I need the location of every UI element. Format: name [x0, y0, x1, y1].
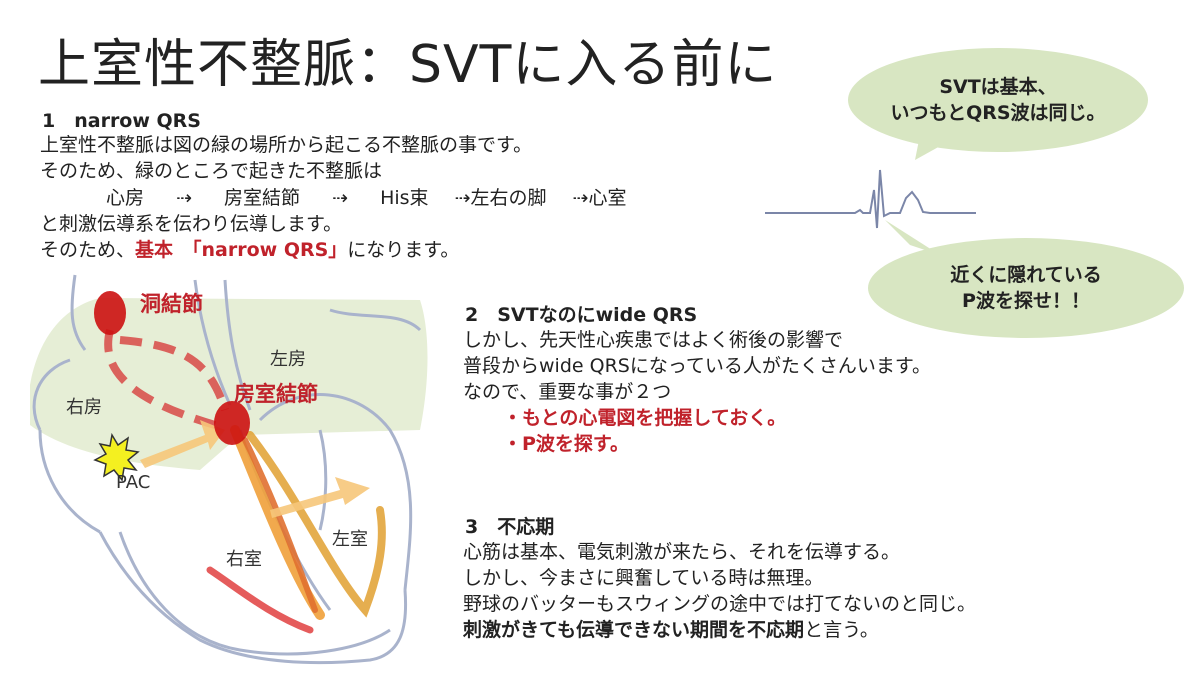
right-atrium-label: 右房	[66, 397, 102, 418]
section1-line5: そのため、基本 「narrow QRS」になります。	[40, 237, 459, 263]
section3-line3: 野球のバッターもスウィングの途中では打てないのと同じ。	[463, 593, 977, 615]
ecg-trace	[765, 169, 976, 229]
conduction-system	[206, 425, 386, 634]
section3-line4: 刺激がきても伝導できない期間を不応期と言う。	[463, 617, 976, 643]
conduction-flow: 心房 ⇢ 房室結節 ⇢ His束 ⇢左右の脚 ⇢心室	[106, 185, 626, 211]
section1-line4: と刺激伝導系を伝わり伝導します。	[40, 213, 343, 235]
pac-label: PAC	[116, 472, 151, 493]
section-refractory: 3 不応期 心筋は基本、電気刺激が来たら、それを伝導する。 しかし、今まさに興奮…	[463, 512, 976, 643]
section1-heading: 1 narrow QRS	[42, 110, 201, 132]
narrow-qrs-highlight: 基本 「narrow QRS」	[135, 239, 348, 261]
refractory-definition: 刺激がきても伝導できない期間を不応期	[463, 619, 805, 641]
sa-node-label: 洞結節	[140, 292, 203, 316]
sa-node-marker	[94, 291, 126, 335]
section2-heading: 2 SVTなのにwide QRS	[465, 304, 698, 326]
section1-line5-prefix: そのため、	[40, 239, 136, 261]
bubble-tail-bottom	[885, 220, 940, 255]
flow-bundle-branches: ⇢左右の脚	[454, 187, 547, 209]
section3-line1: 心筋は基本、電気刺激が来たら、それを伝導する。	[463, 541, 901, 563]
flow-av-node: 房室結節	[224, 187, 301, 209]
pac-burst-icon	[93, 432, 140, 482]
heart-diagram	[30, 274, 428, 665]
flow-atrium: 心房	[106, 187, 145, 209]
bullet-find-p-wave: ・P波を探す。	[503, 433, 630, 455]
left-atrium-label: 左房	[270, 349, 306, 370]
section2-line1: しかし、先天性心疾患ではよく術後の影響で	[463, 329, 844, 351]
bullet-know-ecg: ・もとの心電図を把握しておく。	[503, 407, 787, 429]
left-ventricle-label: 左室	[332, 529, 368, 550]
section3-heading: 3 不応期	[465, 516, 555, 538]
section3-line2: しかし、今まさに興奮している時は無理。	[463, 567, 824, 589]
bubble-svt-basic: SVTは基本、 いつもとQRS波は同じ。	[848, 48, 1148, 152]
section1-line1: 上室性不整脈は図の緑の場所から起こる不整脈の事です。	[40, 134, 533, 156]
bubble-top-line2: いつもとQRS波は同じ。	[890, 102, 1106, 124]
flow-his: His束	[380, 187, 429, 209]
section2-line2: 普段からwide QRSになっている人がたくさんいます。	[463, 355, 931, 377]
av-node-marker	[214, 401, 250, 445]
av-node-label: 房室結節	[234, 382, 318, 406]
bubble-find-p-wave: 近くに隠れている P波を探せ！！	[868, 238, 1184, 338]
bubble-top-line1: SVTは基本、	[939, 76, 1057, 98]
page-title: 上室性不整脈：SVTに入る前に	[38, 35, 778, 95]
right-ventricle-label: 右室	[226, 549, 262, 570]
bubble-bottom-line1: 近くに隠れている	[950, 264, 1102, 286]
atrial-pathways	[104, 329, 229, 429]
bubble-bottom-line2: P波を探せ！！	[962, 290, 1090, 312]
section1-line5-suffix: になります。	[347, 239, 460, 261]
heart-outline	[32, 274, 422, 665]
section3-line4-suffix: と言う。	[804, 619, 879, 641]
flow-ventricle: ⇢心室	[572, 187, 627, 209]
flow-arrow: ⇢	[332, 187, 349, 209]
flow-arrow: ⇢	[176, 187, 192, 209]
section2-line3: なので、重要な事が２つ	[463, 381, 672, 403]
section-wide-qrs: 2 SVTなのにwide QRS しかし、先天性心疾患ではよく術後の影響で 普段…	[463, 300, 931, 457]
section1-line2: そのため、緑のところで起きた不整脈は	[40, 160, 383, 182]
propagation-arrows	[140, 420, 370, 518]
